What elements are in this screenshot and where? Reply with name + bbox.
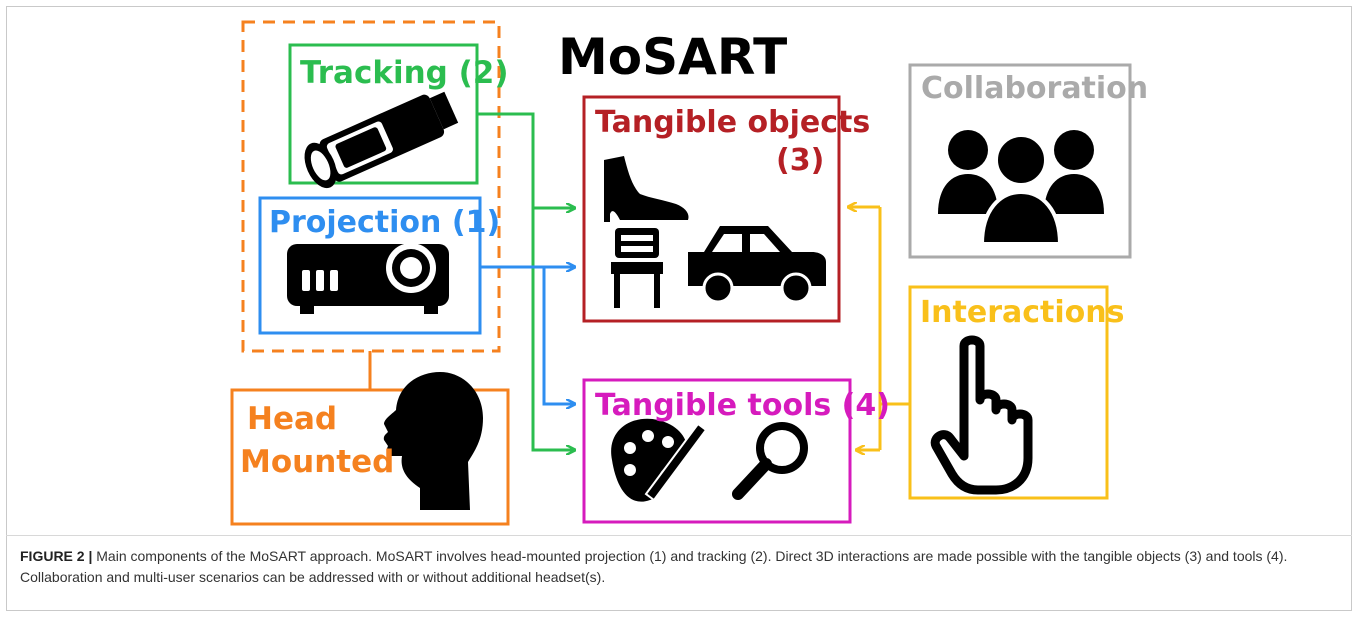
head-icon xyxy=(383,372,483,510)
magnifier-icon xyxy=(732,422,808,500)
tangible-tools-label: Tangible tools (4) xyxy=(595,391,890,421)
palette-icon xyxy=(611,418,708,502)
collaboration-label: Collaboration xyxy=(921,71,1149,106)
tracking-box xyxy=(288,43,479,185)
diagram-canvas xyxy=(230,20,1132,526)
projection-label-num: (1) xyxy=(451,205,501,240)
users-icon xyxy=(938,130,1104,246)
camera-icon xyxy=(304,91,459,189)
projection-label: Projection (1) xyxy=(269,208,500,238)
interactions-label: Interactions xyxy=(920,295,1125,330)
interactions-arrows xyxy=(848,207,910,450)
tracking-label-text: Tracking xyxy=(300,55,448,91)
projection-label-text: Projection xyxy=(269,205,442,240)
tracking-label-num: (2) xyxy=(458,55,509,91)
tangible-tools-box xyxy=(582,378,852,524)
head-mounted-group xyxy=(241,20,501,353)
tracking-label: Tracking (2) xyxy=(300,58,509,89)
pointing-hand-icon xyxy=(930,335,1033,495)
projection-box xyxy=(258,196,482,335)
tangible-objects-label: Tangible objects xyxy=(595,105,871,140)
tangible-tools-label-num: (4) xyxy=(841,388,890,423)
car-icon xyxy=(688,226,826,304)
boot-icon xyxy=(604,156,689,222)
diagram: MoSART Tracking (2) Projection (1) Head … xyxy=(230,20,1149,526)
caption-prefix: FIGURE 2 | xyxy=(20,548,93,564)
caption-separator xyxy=(6,535,1352,536)
caption-text: Main components of the MoSART approach. … xyxy=(20,548,1288,585)
tangible-tools-label-text: Tangible tools xyxy=(595,388,832,423)
tracking-arrows xyxy=(478,112,575,450)
figure-frame xyxy=(6,6,1352,611)
head-mounted-label-line2: Mounted xyxy=(240,444,395,480)
interactions-box xyxy=(908,285,1109,500)
tangible-objects-box xyxy=(582,95,841,323)
head-mounted-label-line1: Head xyxy=(247,401,338,437)
collaboration-box xyxy=(908,63,1132,259)
tangible-objects-num: (3) xyxy=(776,143,825,178)
projector-icon xyxy=(287,243,449,314)
projection-arrows xyxy=(481,267,575,404)
chair-icon xyxy=(611,228,663,308)
diagram-title: MoSART xyxy=(558,28,788,86)
figure-caption: FIGURE 2 | Main components of the MoSART… xyxy=(20,546,1338,588)
head-mounted-box xyxy=(230,388,510,526)
